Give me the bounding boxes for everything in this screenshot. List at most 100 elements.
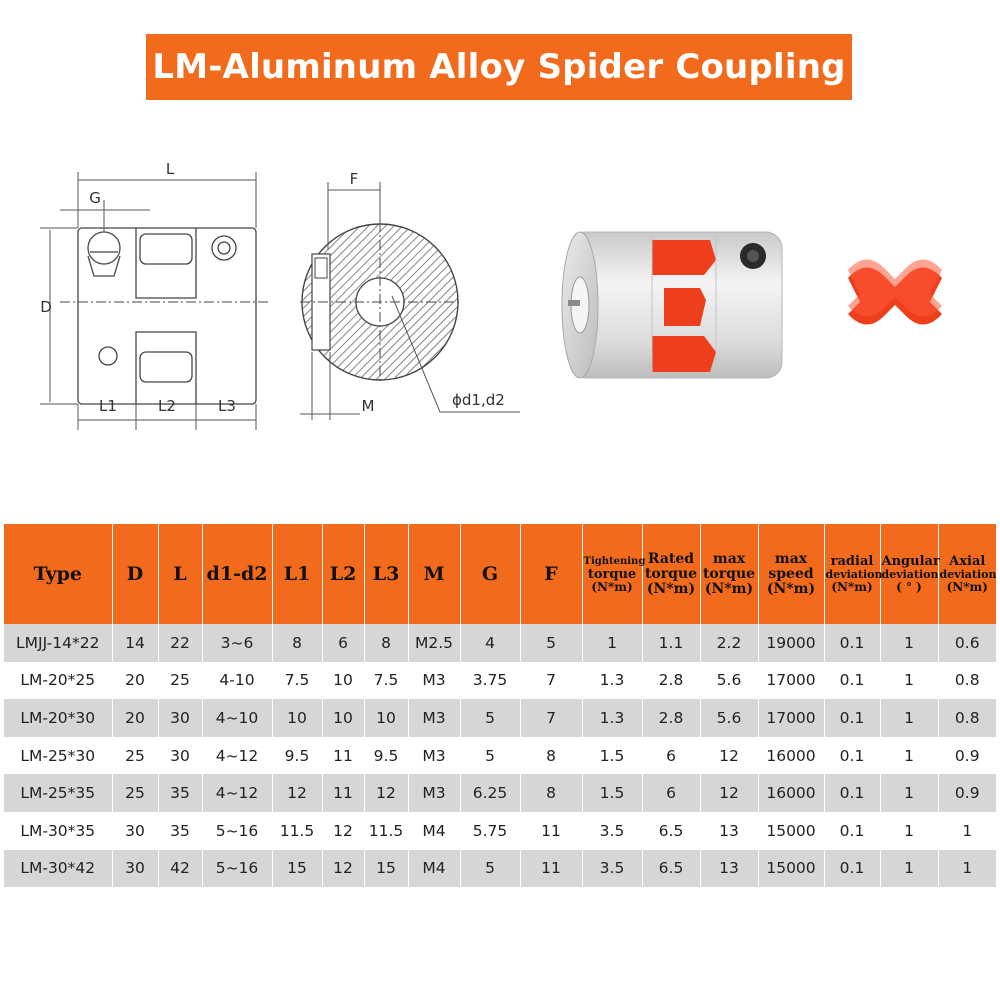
table-cell: 3.5 xyxy=(582,849,643,888)
table-cell: 4~10 xyxy=(202,699,273,737)
table-cell: M3 xyxy=(408,699,461,737)
table-cell: 0.1 xyxy=(824,811,881,850)
table-cell: 2.8 xyxy=(642,699,701,737)
table-cell: 20 xyxy=(112,661,159,700)
header-line: Rated xyxy=(647,550,695,567)
table-cell: 5~16 xyxy=(202,849,273,888)
header-line: (N*m) xyxy=(591,579,633,594)
table-cell: 0.1 xyxy=(824,661,881,700)
dim-label-bore: ϕd1,d2 xyxy=(452,391,505,409)
technical-drawing: L G D L1 L2 L3 F M ϕd1,d2 xyxy=(40,160,942,430)
spec-table: Type D L d1-d2 L1 L2 L3 M G F Tightening… xyxy=(4,524,997,888)
table-cell: 15000 xyxy=(758,811,825,850)
table-cell: 8 xyxy=(364,624,409,662)
col-header-tightening-torque: Tightening torque (N*m) xyxy=(582,524,646,624)
col-header-l1: L1 xyxy=(272,524,323,624)
table-cell: 13 xyxy=(700,849,759,888)
table-cell: 4-10 xyxy=(202,661,273,700)
table-cell: 5 xyxy=(460,699,521,737)
table-cell: 1.1 xyxy=(642,624,701,662)
table-cell: 0.1 xyxy=(824,849,881,888)
col-header-m: M xyxy=(408,524,461,624)
table-cell: 35 xyxy=(158,811,203,850)
type-cell: LM-30*35 xyxy=(4,811,113,850)
header-line: ( ° ) xyxy=(896,579,922,594)
header-line: (N*m) xyxy=(831,579,873,594)
header-line: radial xyxy=(830,553,874,569)
table-cell: M3 xyxy=(408,774,461,812)
col-header-g: G xyxy=(460,524,521,624)
col-header-f: F xyxy=(520,524,583,624)
coupling-product-image xyxy=(561,231,783,379)
dim-label-L3: L3 xyxy=(218,397,236,415)
table-cell: M2.5 xyxy=(408,624,461,662)
table-cell: 1 xyxy=(938,849,996,888)
table-cell: 12 xyxy=(322,849,365,888)
type-cell: LM-20*30 xyxy=(4,699,113,737)
table-cell: 1 xyxy=(938,811,996,850)
table-cell: 12 xyxy=(272,774,323,812)
header-line: Angular xyxy=(881,553,940,569)
page-title: LM-Aluminum Alloy Spider Coupling xyxy=(152,47,846,87)
col-header-rated-torque: Rated torque (N*m) xyxy=(642,524,701,624)
table-cell: 10 xyxy=(364,699,409,737)
dim-label-L2: L2 xyxy=(158,397,176,415)
header-line: deviation xyxy=(825,567,883,581)
col-header-radial-deviation: radial deviation (N*m) xyxy=(824,524,883,624)
table-cell: 5 xyxy=(460,736,521,775)
table-cell: 2.8 xyxy=(642,661,701,700)
side-view xyxy=(60,227,268,405)
type-cell: LM-30*42 xyxy=(4,849,113,888)
header-line: (N*m) xyxy=(704,580,754,597)
header-line: max xyxy=(712,550,746,567)
table-cell: 9.5 xyxy=(272,736,323,775)
table-cell: 10 xyxy=(322,699,365,737)
table-cell: 9.5 xyxy=(364,736,409,775)
title-banner: LM-Aluminum Alloy Spider Coupling xyxy=(146,34,852,100)
table-cell: 1.5 xyxy=(582,736,643,775)
table-cell: 12 xyxy=(322,811,365,850)
table-cell: 0.1 xyxy=(824,624,881,662)
header-line: max xyxy=(774,550,808,567)
table-cell: 16000 xyxy=(758,736,825,775)
header-line: deviation xyxy=(939,567,997,581)
col-header-type: Type xyxy=(4,524,113,624)
table-cell: 1 xyxy=(880,699,939,737)
table-cell: 0.9 xyxy=(938,736,996,775)
dim-label-M: M xyxy=(362,397,375,415)
table-cell: 12 xyxy=(364,774,409,812)
header-line: Tightening xyxy=(583,555,646,567)
end-view xyxy=(300,222,460,382)
table-cell: 30 xyxy=(112,849,159,888)
header-line: (N*m) xyxy=(946,579,988,594)
table-cell: 8 xyxy=(520,736,583,775)
table-cell: 0.9 xyxy=(938,774,996,812)
table-cell: 1 xyxy=(582,624,643,662)
table-cell: 12 xyxy=(700,774,759,812)
table-cell: 1 xyxy=(880,624,939,662)
table-cell: 11 xyxy=(322,736,365,775)
table-cell: 1.3 xyxy=(582,699,643,737)
table-cell: 30 xyxy=(158,736,203,775)
type-cell: LM-25*35 xyxy=(4,774,113,812)
table-cell: 3~6 xyxy=(202,624,273,662)
table-cell: 11 xyxy=(520,811,583,850)
table-cell: 11 xyxy=(322,774,365,812)
table-cell: 1 xyxy=(880,736,939,775)
table-cell: 42 xyxy=(158,849,203,888)
table-cell: 0.6 xyxy=(938,624,996,662)
table-cell: 5.6 xyxy=(700,661,759,700)
col-header-d: D xyxy=(112,524,159,624)
table-cell: 11.5 xyxy=(364,811,409,850)
table-cell: 25 xyxy=(112,736,159,775)
header-line: deviation xyxy=(881,567,939,581)
header-line: (N*m) xyxy=(766,580,816,597)
table-cell: 1 xyxy=(880,811,939,850)
type-cell: LM-20*25 xyxy=(4,661,113,700)
table-cell: 1 xyxy=(880,661,939,700)
table-cell: 0.8 xyxy=(938,661,996,700)
